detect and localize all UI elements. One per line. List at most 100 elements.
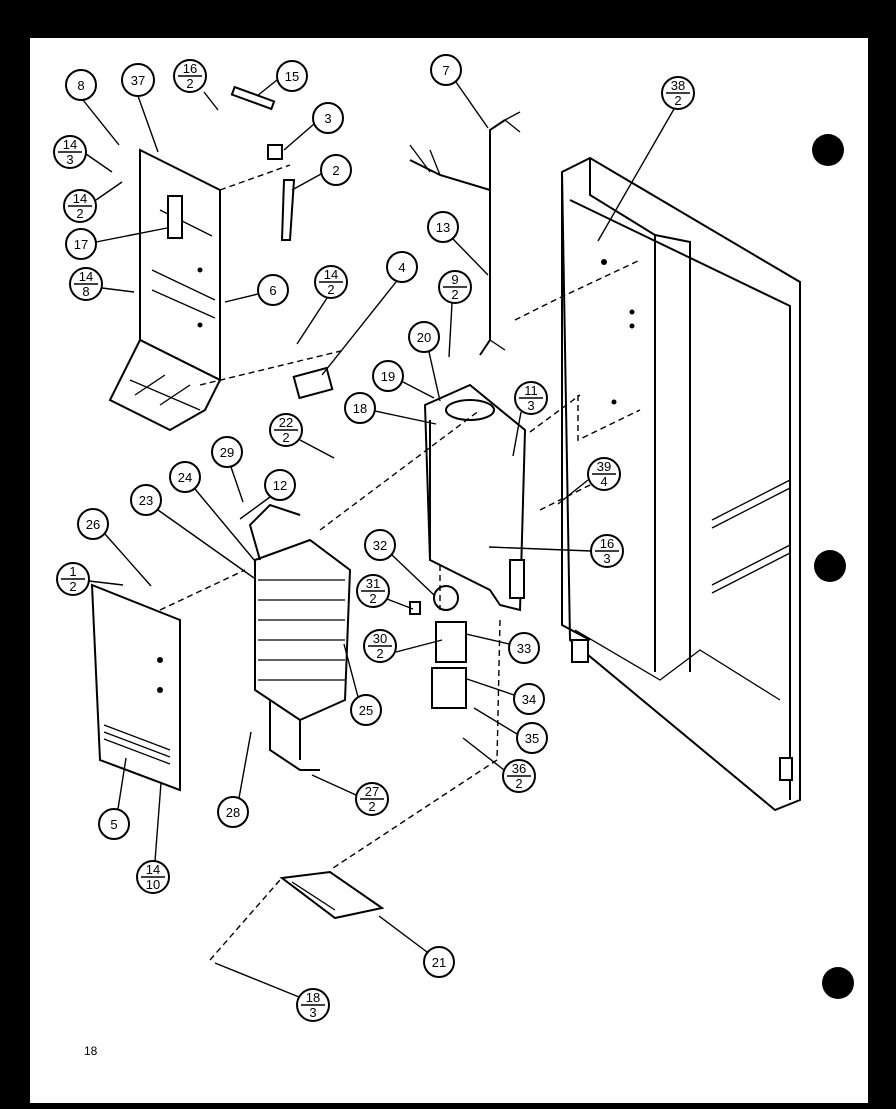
callout-den: 3 [309,1005,316,1020]
callout-6[interactable]: 6 [224,274,289,306]
callout-label: 2 [332,163,339,178]
callout-11-3[interactable]: 113 [512,381,548,457]
callout-num: 39 [597,459,611,474]
callout-25[interactable]: 25 [343,643,382,726]
callout-29[interactable]: 29 [211,436,244,503]
callout-18[interactable]: 18 [344,392,437,425]
callout-28[interactable]: 28 [217,731,252,828]
callout-num: 38 [671,78,685,93]
drain-trough [279,870,385,920]
callout-den: 10 [146,877,160,892]
small-parts-top [230,85,334,400]
callout-den: 2 [69,579,76,594]
callout-den: 3 [527,398,534,413]
callout-num: 22 [279,415,293,430]
callout-num: 31 [366,576,380,591]
callout-7[interactable]: 7 [430,54,489,129]
callout-14-3[interactable]: 143 [53,135,113,173]
callout-13[interactable]: 13 [427,211,489,276]
callout-3[interactable]: 3 [283,102,344,151]
callout-33[interactable]: 33 [465,632,540,664]
callout-4[interactable]: 4 [321,251,418,376]
callout-num: 36 [512,761,526,776]
callout-label: 4 [398,260,405,275]
callout-12[interactable]: 12 [239,469,296,520]
callout-label: 21 [432,955,446,970]
callout-8[interactable]: 8 [65,69,120,146]
callout-14-2b[interactable]: 142 [296,265,348,345]
callout-den: 2 [282,430,289,445]
callout-2[interactable]: 2 [291,154,352,191]
callout-num: 16 [183,61,197,76]
callout-label: 33 [517,641,531,656]
callout-label: 37 [131,73,145,88]
callout-20[interactable]: 20 [408,321,441,402]
callout-label: 26 [86,517,100,532]
callout-num: 14 [324,267,338,282]
callout-16-3[interactable]: 163 [488,534,624,568]
callout-17[interactable]: 17 [65,227,168,260]
callout-21[interactable]: 21 [378,915,455,978]
callout-den: 2 [186,76,193,91]
callout-label: 5 [110,817,117,832]
callout-19[interactable]: 19 [372,360,435,399]
callout-label: 3 [324,111,331,126]
callout-18-3[interactable]: 183 [214,962,330,1022]
callout-label: 6 [269,283,276,298]
callout-31-2[interactable]: 312 [356,574,414,610]
callout-num: 18 [306,990,320,1005]
registration-mark-top [812,134,844,166]
callout-den: 3 [66,152,73,167]
callout-den: 4 [600,474,607,489]
callout-23[interactable]: 23 [130,484,255,579]
callout-num: 30 [373,631,387,646]
callout-label: 23 [139,493,153,508]
callout-22-2[interactable]: 222 [269,413,335,459]
callout-38-2[interactable]: 382 [597,76,695,242]
callout-14-2[interactable]: 142 [63,181,123,223]
callout-den: 8 [82,284,89,299]
callout-26[interactable]: 26 [77,508,152,587]
registration-mark-middle [814,550,846,582]
callout-35[interactable]: 35 [473,707,548,754]
callout-27-2[interactable]: 272 [311,774,389,816]
callout-37[interactable]: 37 [121,63,159,153]
callout-label: 19 [381,369,395,384]
assembly-lines [159,164,641,961]
callout-16-2[interactable]: 162 [173,59,219,111]
cabinet-liner [560,156,801,812]
callout-34[interactable]: 34 [466,678,545,715]
callout-num: 14 [73,191,87,206]
callout-label: 15 [285,69,299,84]
callout-36-2[interactable]: 362 [462,737,536,793]
callout-label: 7 [442,63,449,78]
callout-den: 2 [369,591,376,606]
callout-label: 17 [74,237,88,252]
callout-den: 2 [515,776,522,791]
callout-den: 2 [451,287,458,302]
callout-num: 1 [69,564,76,579]
callout-num: 14 [63,137,77,152]
callout-9-2[interactable]: 92 [438,270,472,358]
callout-num: 14 [146,862,160,877]
callout-label: 29 [220,445,234,460]
callout-30-2[interactable]: 302 [363,629,443,663]
callout-num: 16 [600,536,614,551]
callout-14-8[interactable]: 148 [69,267,135,301]
binding-edge [0,580,8,650]
registration-mark-bottom [822,967,854,999]
callout-den: 2 [76,206,83,221]
callout-32[interactable]: 32 [364,529,435,596]
callout-5[interactable]: 5 [98,757,130,840]
callout-label: 18 [353,401,367,416]
callout-num: 11 [524,383,538,398]
callout-1-2[interactable]: 12 [56,562,124,596]
callout-15[interactable]: 15 [256,60,308,97]
callout-24[interactable]: 24 [169,461,256,562]
callout-label: 32 [373,538,387,553]
callout-num: 9 [451,272,458,287]
callout-39-4[interactable]: 394 [557,457,621,505]
